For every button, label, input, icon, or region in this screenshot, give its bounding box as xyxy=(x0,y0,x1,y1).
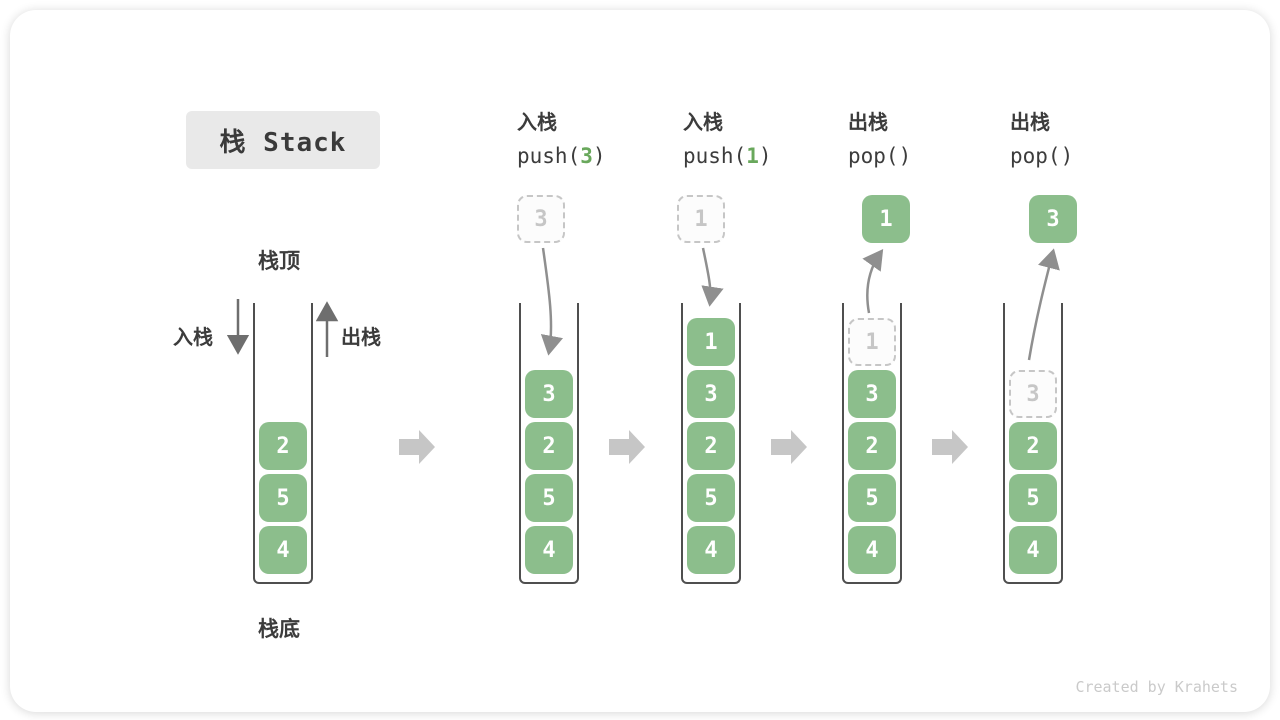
operation-title: 入栈 xyxy=(517,112,557,134)
stack-after-push-3: 3 2 5 4 xyxy=(519,303,579,584)
stack-cell: 2 xyxy=(259,422,307,470)
stack-cell: 2 xyxy=(1009,422,1057,470)
floating-element-popped-1: 1 xyxy=(862,195,910,243)
code-prefix: pop( xyxy=(1010,144,1061,168)
operation-label-push-1: 入栈 push(1) xyxy=(683,106,843,168)
diagram-title-text: 栈 Stack xyxy=(219,127,347,158)
code-prefix: push( xyxy=(517,144,581,168)
floating-element-push-3: 3 xyxy=(517,195,565,243)
code-prefix: pop( xyxy=(848,144,899,168)
stack-cell: 4 xyxy=(687,526,735,574)
operation-title: 出栈 xyxy=(848,112,888,134)
stack-cell: 5 xyxy=(525,474,573,522)
stack-cell: 3 xyxy=(848,370,896,418)
stack-after-push-1: 1 3 2 5 4 xyxy=(681,303,741,584)
stack-cell: 4 xyxy=(259,526,307,574)
stack-top-label: 栈顶 xyxy=(258,250,300,273)
stack-cell: 5 xyxy=(848,474,896,522)
code-suffix: ) xyxy=(592,144,606,168)
stack-cell: 4 xyxy=(848,526,896,574)
operation-code: push(1) xyxy=(683,144,843,168)
floating-element-push-1: 1 xyxy=(677,195,725,243)
floating-element-popped-3: 3 xyxy=(1029,195,1077,243)
stack-cell: 5 xyxy=(1009,474,1057,522)
operation-code: pop() xyxy=(1010,144,1170,168)
stack-cell: 5 xyxy=(687,474,735,522)
stack-cell: 2 xyxy=(848,422,896,470)
stack-cell: 3 xyxy=(525,370,573,418)
diagram-title: 栈 Stack xyxy=(186,111,380,169)
pop-side-label: 出栈 xyxy=(341,327,381,349)
code-prefix: push( xyxy=(683,144,747,168)
push-side-label: 入栈 xyxy=(173,327,213,349)
stack-after-pop-1: 1 3 2 5 4 xyxy=(842,303,902,584)
stack-cell: 3 xyxy=(687,370,735,418)
stack-cell: 1 xyxy=(687,318,735,366)
operation-label-pop-first: 出栈 pop() xyxy=(848,106,1008,168)
operation-title: 出栈 xyxy=(1010,112,1050,134)
code-suffix: ) xyxy=(1060,144,1074,168)
operation-label-pop-second: 出栈 pop() xyxy=(1010,106,1170,168)
stack-cell: 4 xyxy=(525,526,573,574)
operation-code: pop() xyxy=(848,144,1008,168)
stack-cell: 4 xyxy=(1009,526,1057,574)
stack-cell: 2 xyxy=(687,422,735,470)
code-arg: 1 xyxy=(746,144,759,168)
operation-label-push-3: 入栈 push(3) xyxy=(517,106,677,168)
stack-cell: 5 xyxy=(259,474,307,522)
stack-cell-removed: 1 xyxy=(848,318,896,366)
stack-after-pop-3: 3 2 5 4 xyxy=(1003,303,1063,584)
code-arg: 3 xyxy=(580,144,593,168)
code-suffix: ) xyxy=(758,144,772,168)
operation-code: push(3) xyxy=(517,144,677,168)
stack-initial: 2 5 4 xyxy=(253,303,313,584)
operation-title: 入栈 xyxy=(683,112,723,134)
stack-bottom-label: 栈底 xyxy=(258,618,300,641)
code-suffix: ) xyxy=(898,144,912,168)
credit-text: Created by Krahets xyxy=(1075,678,1238,696)
stack-cell: 2 xyxy=(525,422,573,470)
stack-cell-removed: 3 xyxy=(1009,370,1057,418)
